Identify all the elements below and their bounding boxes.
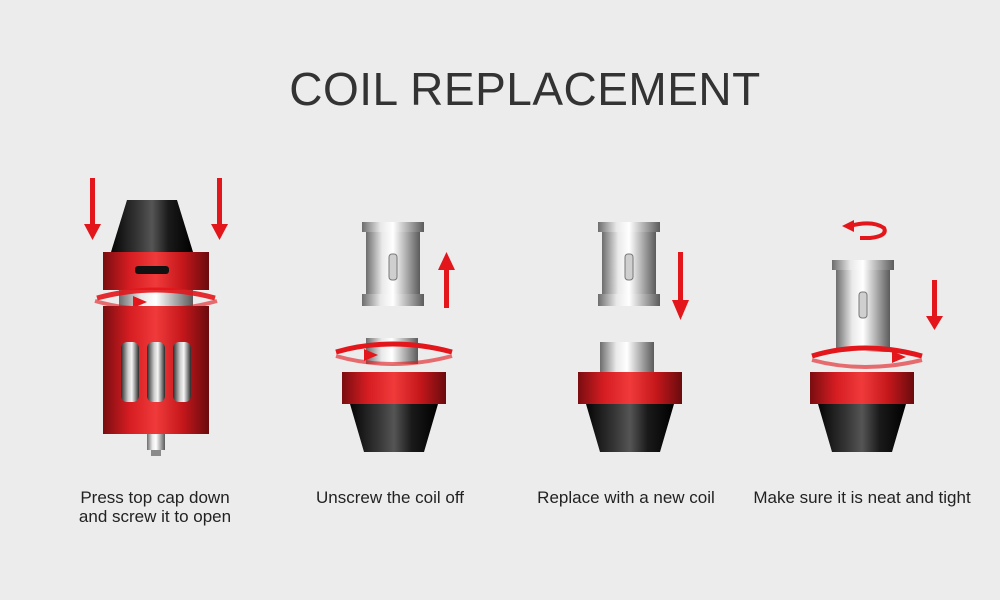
arrow-down-icon (672, 252, 689, 320)
tank-illustration (84, 178, 228, 456)
caption-line-1: Press top cap down (80, 488, 230, 507)
step-2: Unscrew the coil off (270, 160, 510, 540)
page-title: COIL REPLACEMENT (289, 63, 761, 115)
step-4: Make sure it is neat and tight (742, 160, 982, 540)
replace-coil-illustration (578, 222, 689, 452)
arrow-down-right-icon (211, 178, 228, 240)
step-caption: Make sure it is neat and tight (742, 488, 982, 507)
tighten-coil-illustration (810, 220, 943, 452)
step-caption: Replace with a new coil (506, 488, 746, 507)
rotate-arrow-icon (811, 345, 923, 369)
arrow-down-left-icon (84, 178, 101, 240)
caption-line-1: Make sure it is neat and tight (753, 488, 971, 507)
caption-line-2: and screw it to open (78, 507, 232, 526)
arrow-down-icon (926, 280, 943, 330)
rotate-arrow-icon (335, 341, 453, 366)
unscrew-coil-illustration (335, 222, 455, 452)
rotate-arrow-icon (842, 220, 887, 240)
step-caption: Press top cap down and screw it to open (35, 488, 275, 526)
step-1: Press top cap down and screw it to open (35, 160, 275, 540)
step-3: Replace with a new coil (506, 160, 746, 540)
arrow-up-icon (438, 252, 455, 308)
step-caption: Unscrew the coil off (270, 488, 510, 507)
caption-line-1: Replace with a new coil (537, 488, 715, 507)
coil (598, 222, 660, 306)
coil (362, 222, 424, 306)
caption-line-1: Unscrew the coil off (315, 488, 465, 507)
